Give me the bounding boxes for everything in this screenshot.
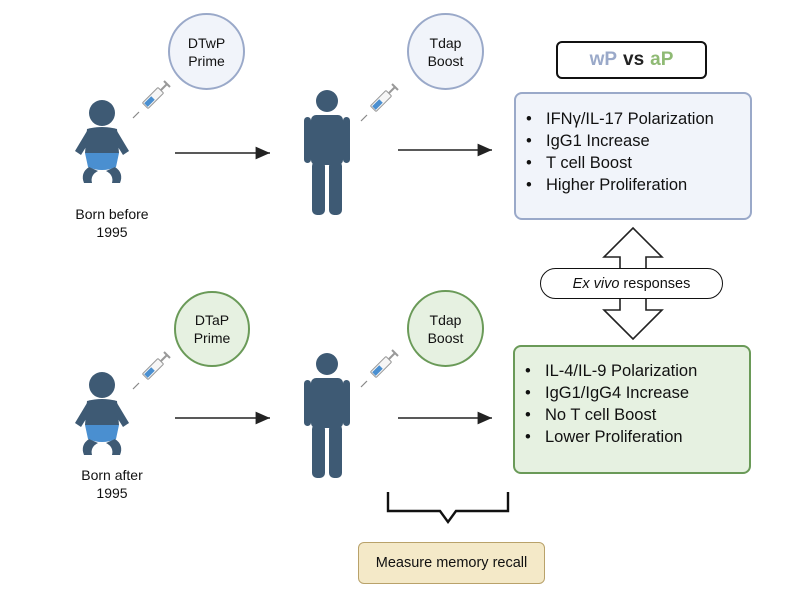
prime-circle-top: DTwP Prime (168, 13, 245, 90)
born-before-label: Born before 1995 (75, 206, 149, 240)
adult-icon-top (304, 90, 350, 215)
ex-vivo-italic: Ex vivo (572, 275, 620, 292)
down-arrow-outline (602, 295, 664, 341)
ex-vivo-rest: responses (619, 275, 691, 292)
baby-icon-bottom (75, 372, 129, 455)
born-after-label: Born after 1995 (81, 467, 143, 501)
ap-label: aP (650, 49, 674, 70)
ap-results-list: IL-4/IL-9 Polarization IgG1/IgG4 Increas… (515, 360, 749, 448)
bracket (386, 492, 510, 525)
prime-label-line1: DTaP (194, 312, 230, 328)
list-item: No T cell Boost (525, 404, 749, 426)
prime-circle-bottom: DTaP Prime (174, 291, 250, 367)
boost-circle-top: Tdap Boost (407, 13, 484, 90)
list-item: IFNγ/IL-17 Polarization (526, 108, 750, 130)
measure-memory-recall-box: Measure memory recall (358, 542, 545, 584)
list-item: IL-4/IL-9 Polarization (525, 360, 749, 382)
list-item: Lower Proliferation (525, 426, 749, 448)
adult-icon-bottom (304, 353, 350, 478)
list-item: Higher Proliferation (526, 174, 750, 196)
list-item: T cell Boost (526, 152, 750, 174)
wp-results-list: IFNγ/IL-17 Polarization IgG1 Increase T … (516, 108, 750, 196)
wp-results-box: IFNγ/IL-17 Polarization IgG1 Increase T … (514, 92, 752, 220)
boost-label-line1: Tdap (429, 34, 462, 51)
measure-label: Measure memory recall (375, 555, 528, 571)
list-item: IgG1 Increase (526, 130, 750, 152)
baby-icon-top (75, 100, 129, 183)
prime-label-line2: Prime (188, 52, 225, 69)
syringe-icon-bottom-boost (360, 349, 399, 388)
syringe-icon-top-prime (132, 80, 171, 119)
syringe-icon-top-boost (360, 83, 399, 122)
comparison-header: wP vs aP (556, 41, 707, 79)
wp-label: wP (589, 49, 618, 70)
boost-label-line2: Boost (427, 52, 464, 69)
prime-label-line2: Prime (193, 330, 231, 346)
ap-results-box: IL-4/IL-9 Polarization IgG1/IgG4 Increas… (513, 345, 751, 474)
boost-label-line1: Tdap (429, 311, 462, 328)
prime-label-line1: DTwP (187, 34, 226, 51)
boost-label-line2: Boost (427, 329, 464, 346)
list-item: IgG1/IgG4 Increase (525, 382, 749, 404)
boost-circle-bottom: Tdap Boost (407, 290, 484, 367)
vs-label: vs (623, 49, 645, 70)
syringe-icon-bottom-prime (132, 351, 171, 390)
up-arrow-outline (602, 226, 664, 272)
ex-vivo-label: Ex vivo responses (540, 268, 723, 299)
